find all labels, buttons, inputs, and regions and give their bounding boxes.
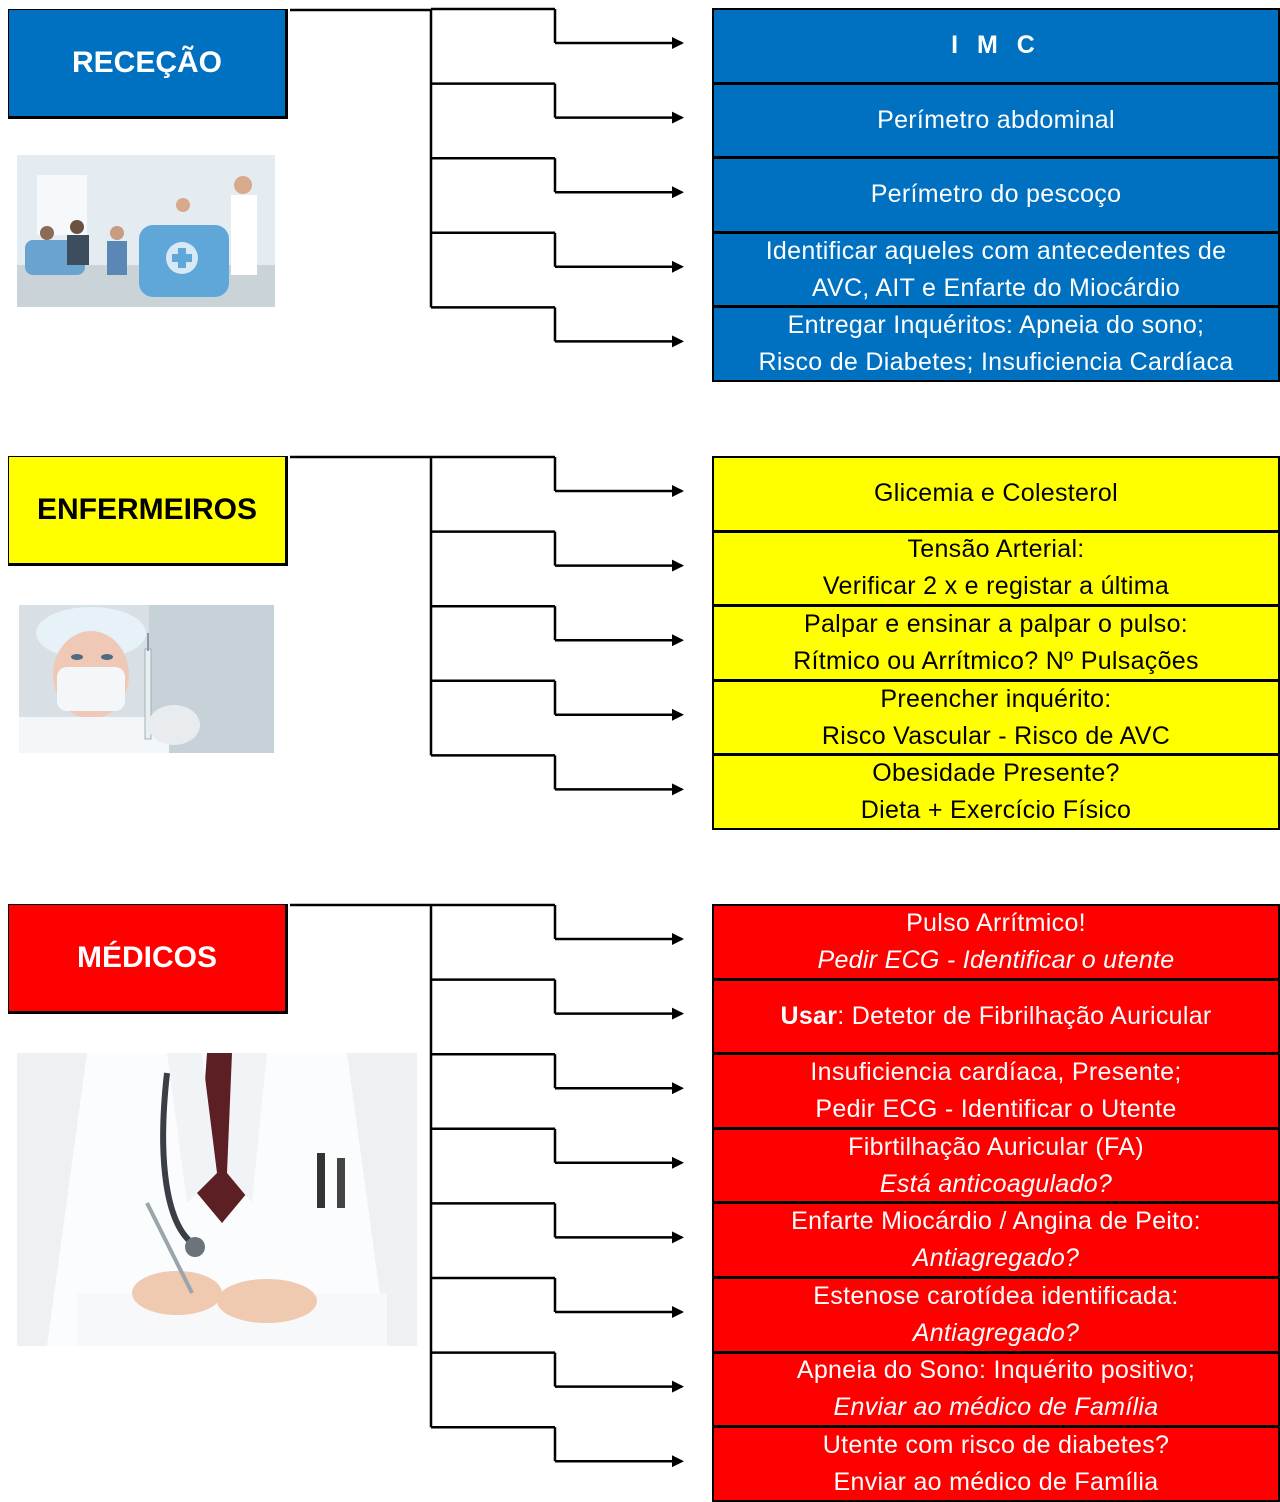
rececao-item-line: Entregar Inquéritos: Apneia do sono; [787,311,1205,340]
rececao-item-line: Identificar aqueles com antecedentes de [765,236,1227,265]
enfermeiros-item-line: Preencher inquérito: [880,684,1112,713]
medicos-item: Utente com risco de diabetes? Enviar ao m… [712,1426,1280,1502]
rececao-item-line: Risco de Diabetes; Insuficiencia Cardíac… [758,348,1234,377]
medicos-item: Insuficiencia cardíaca, Presente; Pedir E… [712,1053,1280,1129]
enfermeiros-item: Obesidade Presente? Dieta + Exercício Fís… [712,754,1280,830]
rececao-item: Identificar aqueles com antecedentes de A… [712,231,1280,308]
medicos-item-line: Pedir ECG - Identificar o Utente [815,1094,1177,1123]
rececao-item: I M C [712,8,1280,84]
medicos-item-line: Fibrtilhação Auricular (FA) [848,1132,1144,1161]
medicos-item-line: Antiagregado? [912,1318,1080,1347]
medicos-item: Usar: Detetor de Fibrilhação Auricular [712,978,1280,1055]
rececao-header: RECEÇÃO [8,9,288,119]
medicos-item-line: Usar: Detetor de Fibrilhação Auricular [780,1001,1212,1030]
enfermeiros-item-line: Glicemia e Colesterol [874,479,1118,508]
rececao-item: Entregar Inquéritos: Apneia do sono; Risc… [712,306,1280,382]
enfermeiros-item-line: Verificar 2 x e registar a última [822,572,1170,601]
medicos-item-line: Utente com risco de diabetes? [822,1430,1170,1459]
medicos-header: MÉDICOS [8,904,288,1014]
enfermeiros-item-line: Obesidade Presente? [872,759,1120,788]
rececao-item: Perímetro do pescoço [712,157,1280,233]
rececao-title: RECEÇÃO [71,46,222,79]
enfermeiros-item-line: Tensão Arterial: [907,535,1085,564]
medicos-item: Estenose carotídea identificada: Antiagre… [712,1277,1280,1353]
medicos-item: Enfarte Miocárdio / Angina de Peito: Anti… [712,1202,1280,1278]
enfermeiros-item: Glicemia e Colesterol [712,456,1280,532]
medicos-item: Pulso Arrítmico! Pedir ECG - Identificar … [712,904,1280,980]
medicos-item-line: Insuficiencia cardíaca, Presente; [810,1057,1182,1086]
rececao-item: Perímetro abdominal [712,82,1280,159]
medicos-item-line: Antiagregado? [912,1244,1080,1273]
medicos-item-line: Enviar ao médico de Família [833,1393,1159,1422]
medicos-item-line: Enviar ao médico de Família [833,1467,1159,1496]
medicos-item-line: Pedir ECG - Identificar o utente [817,945,1175,974]
medicos-item-line: Pulso Arrítmico! [906,908,1086,937]
medicos-item-line: Está anticoagulado? [879,1169,1113,1198]
enfermeiros-item-line: Rítmico ou Arrítmico? Nº Pulsações [793,646,1199,675]
rececao-item-line: Perímetro abdominal [877,105,1115,134]
medicos-item-line: Apneia do Sono: Inquérito positivo; [796,1356,1196,1385]
enfermeiros-item: Tensão Arterial: Verificar 2 x e registar… [712,530,1280,607]
medicos-item-bold-prefix: Usar [780,1001,838,1030]
rececao-item-line: I M C [951,31,1041,60]
nurse-photo [19,605,274,753]
rececao-item-line: Perímetro do pescoço [870,180,1122,209]
rececao-item-line: AVC, AIT e Enfarte do Miocárdio [811,273,1181,302]
enfermeiros-item-line: Dieta + Exercício Físico [860,796,1132,825]
enfermeiros-item-line: Risco Vascular - Risco de AVC [821,721,1171,750]
medicos-item: Apneia do Sono: Inquérito positivo; Envia… [712,1351,1280,1428]
enfermeiros-item: Palpar e ensinar a palpar o pulso: Rítmic… [712,605,1280,681]
medicos-title: MÉDICOS [76,941,217,974]
enfermeiros-title: ENFERMEIROS [36,493,258,526]
enfermeiros-item-line: Palpar e ensinar a palpar o pulso: [803,609,1189,638]
doctor-photo [17,1053,417,1346]
medicos-item: Fibrtilhação Auricular (FA) Está anticoag… [712,1127,1280,1204]
enfermeiros-item: Preencher inquérito: Risco Vascular - Ris… [712,679,1280,756]
medicos-item-line: Estenose carotídea identificada: [813,1281,1179,1310]
medicos-item-line: Enfarte Miocárdio / Angina de Peito: [791,1207,1201,1236]
reception-photo [17,155,275,307]
enfermeiros-header: ENFERMEIROS [8,456,288,566]
